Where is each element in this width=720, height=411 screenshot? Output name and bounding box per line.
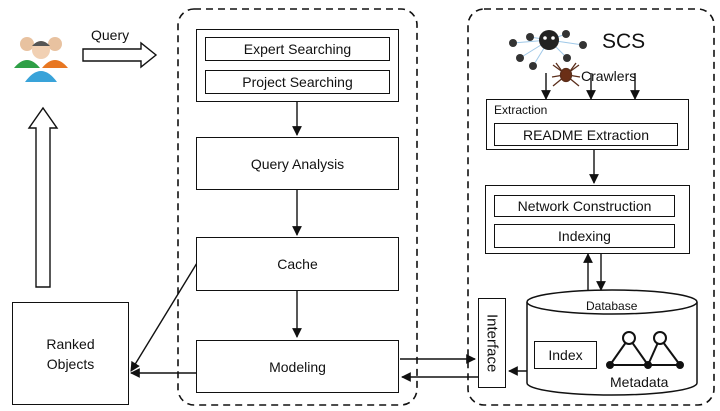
users-icon — [14, 37, 68, 82]
index-box[interactable]: Index — [534, 341, 597, 369]
query-analysis-label: Query Analysis — [250, 155, 345, 172]
interface-label: Interface — [483, 313, 501, 373]
project-searching-box[interactable]: Project Searching — [205, 70, 390, 94]
expert-searching-box[interactable]: Expert Searching — [205, 37, 390, 61]
query-arrow — [82, 41, 158, 69]
query-label: Query — [91, 27, 130, 43]
search-engine-container — [177, 8, 418, 406]
metadata-graph-icon — [606, 331, 684, 369]
ranked-objects-line2: Objects — [46, 355, 95, 372]
indexing-box[interactable]: Indexing — [494, 224, 675, 248]
cache-box[interactable]: Cache — [196, 237, 399, 291]
database-title: Database — [586, 299, 638, 313]
network-construction-box[interactable]: Network Construction — [494, 195, 675, 217]
indexing-label: Indexing — [558, 228, 611, 244]
results-arrow — [27, 106, 59, 288]
ranked-objects-box[interactable]: Ranked Objects — [12, 302, 129, 405]
scs-container — [467, 8, 715, 406]
interface-box[interactable]: Interface — [478, 298, 506, 388]
spider-icon — [551, 62, 581, 87]
github-network-icon — [509, 30, 587, 70]
crawlers-label: Crawlers — [581, 68, 637, 84]
metadata-label: Metadata — [610, 374, 669, 390]
query-analysis-box[interactable]: Query Analysis — [196, 137, 399, 190]
readme-extraction-box[interactable]: README Extraction — [494, 123, 678, 146]
modeling-box[interactable]: Modeling — [196, 340, 399, 393]
cache-label: Cache — [277, 256, 318, 272]
extraction-title: Extraction — [494, 103, 548, 117]
database-cylinder — [526, 289, 698, 396]
index-label: Index — [548, 347, 583, 363]
network-construction-label: Network Construction — [517, 198, 652, 214]
scs-title: SCS — [602, 30, 646, 53]
readme-extraction-label: README Extraction — [522, 126, 650, 143]
expert-searching-label: Expert Searching — [243, 41, 352, 57]
modeling-label: Modeling — [269, 358, 326, 375]
ranked-objects-line1: Ranked — [46, 335, 95, 352]
project-searching-label: Project Searching — [242, 74, 353, 90]
